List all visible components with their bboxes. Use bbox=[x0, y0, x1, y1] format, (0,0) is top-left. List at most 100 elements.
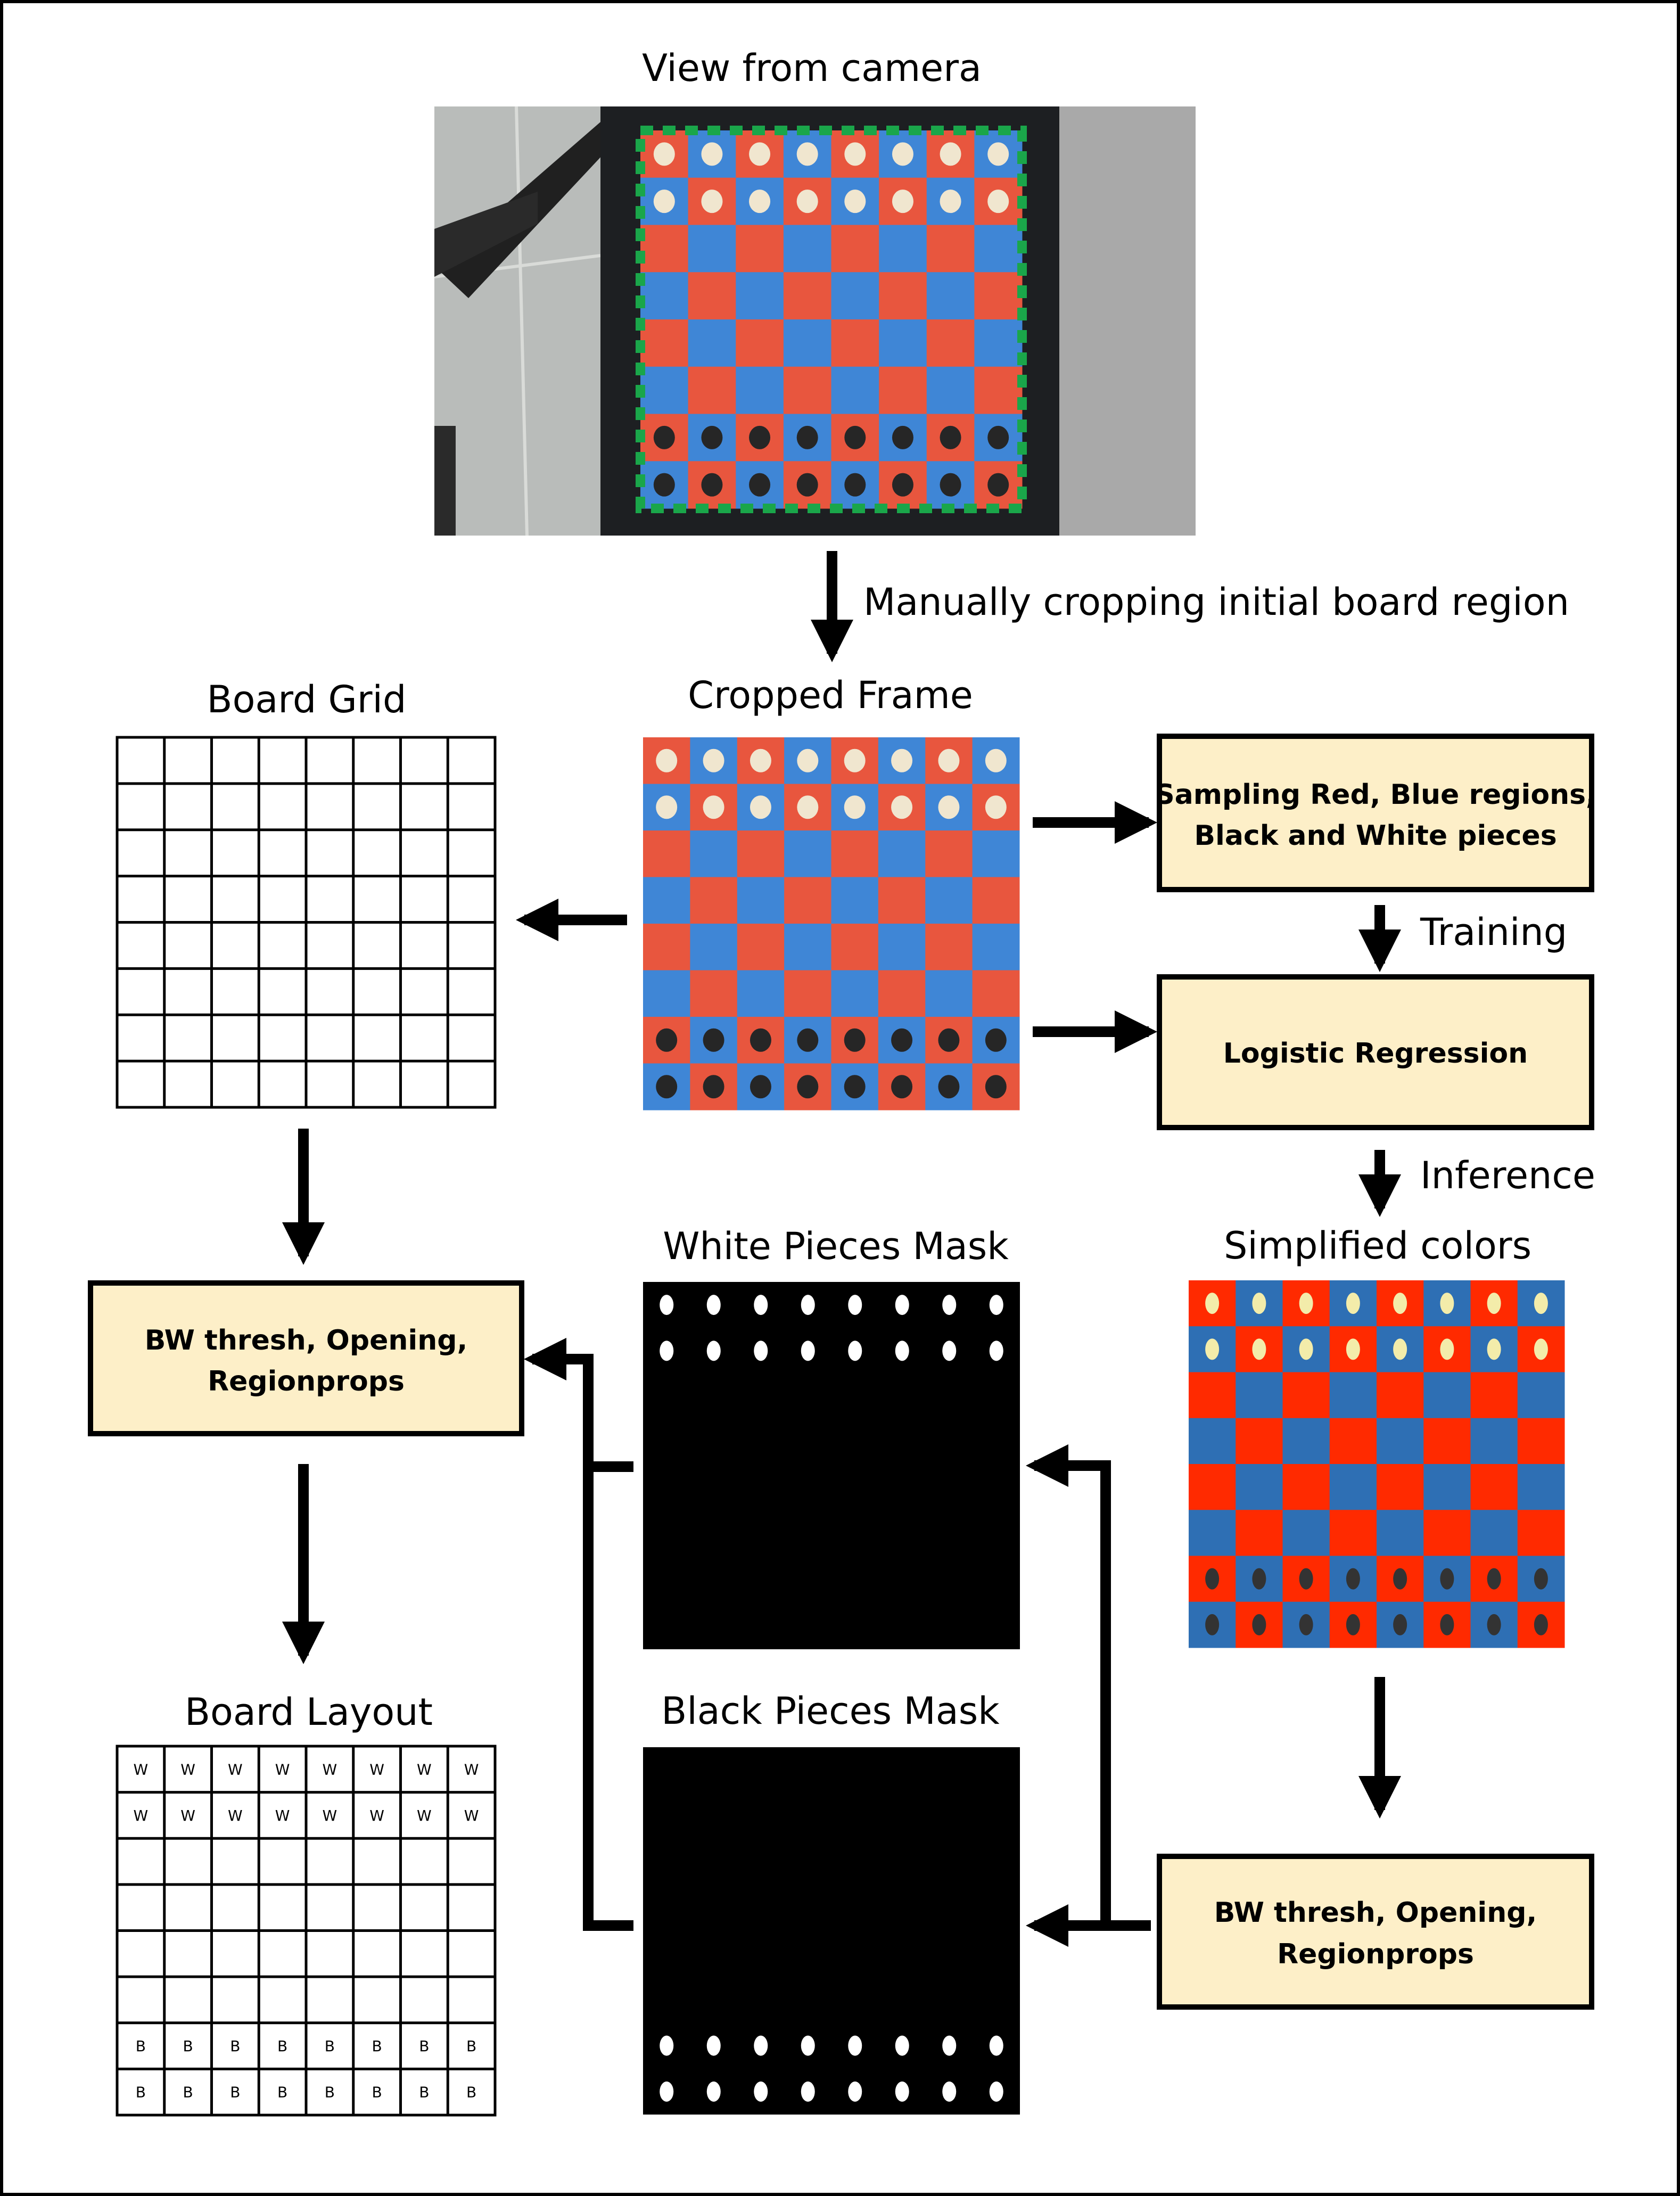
white-mask-dot bbox=[895, 1340, 909, 1361]
board-grid-title: Board Grid bbox=[207, 678, 407, 721]
bw-thresh-box-right bbox=[1157, 1854, 1594, 2010]
camera-black-piece bbox=[653, 425, 675, 449]
camera-black-piece bbox=[940, 425, 961, 449]
camera-black-piece bbox=[987, 473, 1009, 497]
sampling-box-line-2: Black and White pieces bbox=[1194, 820, 1557, 852]
camera-square bbox=[926, 272, 975, 320]
camera-black-piece bbox=[844, 425, 866, 449]
white-mask-dots bbox=[660, 1295, 1003, 1361]
sampling-box-line-1: Sampling Red, Blue regions, bbox=[1155, 779, 1596, 811]
camera-black-piece bbox=[940, 473, 961, 497]
camera-white-piece bbox=[701, 190, 723, 213]
cropped-black-piece bbox=[797, 1075, 819, 1099]
white-mask-dot bbox=[942, 1340, 957, 1361]
black-mask-dot bbox=[706, 2081, 721, 2102]
board-layout-cell-label: B bbox=[277, 2037, 287, 2055]
cropped-square bbox=[737, 877, 785, 924]
camera-square bbox=[831, 366, 879, 414]
camera-white-piece bbox=[940, 190, 961, 213]
cropped-white-piece bbox=[656, 749, 678, 772]
camera-white-piece bbox=[749, 142, 771, 166]
simplified-square bbox=[1423, 1372, 1471, 1419]
black-mask-dot bbox=[848, 2035, 862, 2056]
board-layout-cell-label: B bbox=[419, 2037, 429, 2055]
simplified-black-piece bbox=[1534, 1614, 1548, 1635]
camera-white-piece bbox=[987, 190, 1009, 213]
simplified-black-piece bbox=[1346, 1614, 1360, 1635]
simplified-square bbox=[1236, 1510, 1283, 1556]
board-layout-cell-label: B bbox=[372, 2084, 382, 2101]
camera-square bbox=[879, 366, 927, 414]
simplified-square bbox=[1517, 1372, 1565, 1419]
board-layout-cell-label: W bbox=[134, 1807, 149, 1824]
board-layout-cell-label: B bbox=[230, 2084, 240, 2101]
camera-square bbox=[879, 272, 927, 320]
board-layout-cell-label: B bbox=[325, 2084, 335, 2101]
camera-view-title: View from camera bbox=[642, 46, 982, 90]
cropped-square bbox=[972, 924, 1020, 970]
camera-white-piece bbox=[892, 190, 913, 213]
camera-square bbox=[736, 225, 784, 273]
cropped-square bbox=[643, 970, 690, 1017]
simplified-black-piece bbox=[1393, 1614, 1407, 1635]
cropped-square bbox=[972, 970, 1020, 1017]
camera-black-piece bbox=[796, 425, 818, 449]
cropped-white-piece bbox=[703, 749, 724, 772]
board-layout-cell-label: W bbox=[275, 1807, 290, 1824]
cropped-square bbox=[878, 877, 926, 924]
black-mask-dots bbox=[660, 2035, 1003, 2102]
cropped-board bbox=[643, 737, 1020, 1111]
white-pieces-mask bbox=[643, 1282, 1020, 1649]
camera-square bbox=[688, 366, 736, 414]
cropped-square bbox=[831, 970, 879, 1017]
simplified-black-piece bbox=[1487, 1614, 1501, 1635]
camera-square bbox=[640, 366, 689, 414]
camera-square bbox=[640, 319, 689, 367]
cropped-square bbox=[925, 877, 973, 924]
cropped-white-piece bbox=[891, 795, 913, 819]
simplified-black-piece bbox=[1440, 1568, 1454, 1590]
camera-square bbox=[783, 319, 831, 367]
white-mask-dot bbox=[754, 1295, 768, 1315]
simplified-black-piece bbox=[1299, 1568, 1313, 1590]
board-layout-cell-label: W bbox=[464, 1807, 479, 1824]
simplified-square bbox=[1423, 1464, 1471, 1510]
camera-square bbox=[688, 319, 736, 367]
simplified-white-piece bbox=[1393, 1338, 1407, 1360]
camera-square bbox=[736, 272, 784, 320]
camera-square bbox=[688, 225, 736, 273]
cropped-square bbox=[737, 830, 785, 877]
board-grid bbox=[116, 736, 497, 1109]
black-mask-dot bbox=[660, 2081, 674, 2102]
camera-square bbox=[926, 319, 975, 367]
camera-photo bbox=[434, 106, 1196, 536]
black-mask-dot bbox=[942, 2035, 957, 2056]
simplified-square bbox=[1329, 1372, 1377, 1419]
cropped-black-piece bbox=[703, 1075, 724, 1099]
cropped-white-piece bbox=[656, 795, 678, 819]
simplified-black-piece bbox=[1440, 1614, 1454, 1635]
simplified-black-piece bbox=[1205, 1568, 1220, 1590]
bw-right-line-1: BW thresh, Opening, bbox=[1214, 1897, 1537, 1929]
simplified-black-piece bbox=[1534, 1568, 1548, 1590]
black-mask-dot bbox=[895, 2081, 909, 2102]
board-layout-cell-label: W bbox=[180, 1807, 195, 1824]
cropped-white-piece bbox=[844, 749, 866, 772]
camera-white-piece bbox=[796, 142, 818, 166]
simplified-square bbox=[1377, 1418, 1424, 1465]
black-mask-dot bbox=[801, 2081, 815, 2102]
simplified-black-piece bbox=[1205, 1614, 1220, 1635]
board-layout-cell-label: B bbox=[136, 2037, 146, 2055]
cropped-square bbox=[878, 830, 926, 877]
cropped-square bbox=[690, 970, 738, 1017]
simplified-white-piece bbox=[1534, 1293, 1548, 1314]
cropped-black-piece bbox=[985, 1075, 1007, 1099]
camera-black-piece bbox=[653, 473, 675, 497]
black-mask-dot bbox=[848, 2081, 862, 2102]
simplified-square bbox=[1236, 1464, 1283, 1510]
bw-right-line-2: Regionprops bbox=[1277, 1938, 1474, 1970]
board-layout-cell-label: B bbox=[136, 2084, 146, 2101]
black-mask-dot bbox=[801, 2035, 815, 2056]
logistic-regression-box bbox=[1157, 974, 1594, 1130]
cropped-white-piece bbox=[703, 795, 724, 819]
